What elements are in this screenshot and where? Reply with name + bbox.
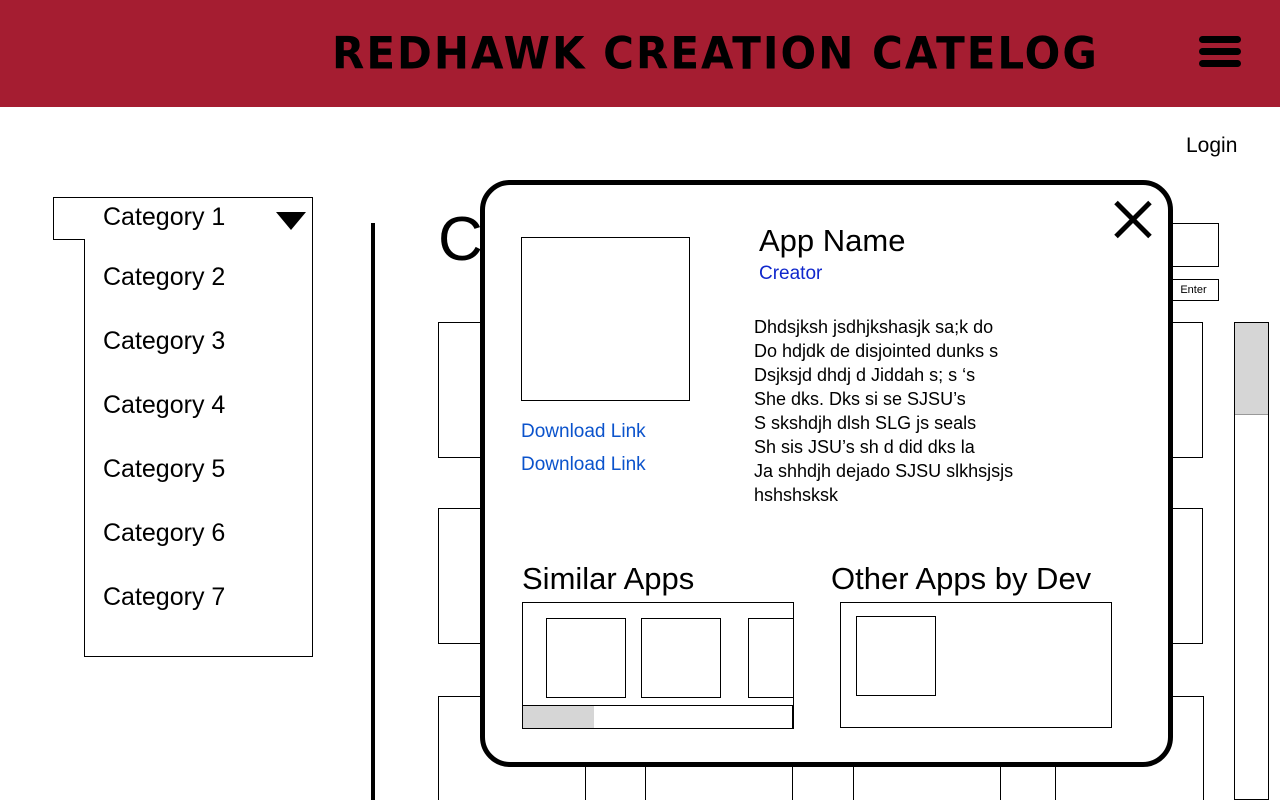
description-line: Ja shhdjh dejado SJSU slkhsjsjs — [754, 461, 1014, 481]
app-image-placeholder — [521, 237, 690, 401]
description-line: Sh sis JSU’s sh d did dks la — [754, 437, 975, 457]
category-options-list: Category 2 Category 3 Category 4 Categor… — [84, 239, 313, 657]
category-select-value: Category 1 — [103, 203, 226, 231]
category-option[interactable]: Category 7 — [103, 583, 226, 611]
creator-link[interactable]: Creator — [759, 263, 823, 284]
caret-down-icon — [276, 212, 306, 230]
category-select[interactable]: Category 1 — [53, 197, 313, 240]
background-heading: C — [438, 205, 483, 274]
description-line: Dsjksjd dhdj d Jiddah s; s ‘s — [754, 365, 976, 385]
description-line: hshshsksk — [754, 485, 839, 505]
category-option[interactable]: Category 3 — [103, 327, 226, 355]
app-details-modal: Download Link Download Link App Name Cre… — [480, 180, 1173, 767]
site-header: REDHAWK CREATION CATELOG — [0, 0, 1280, 107]
description-line: Dhdsjksh jsdhjkshasjk sa;k do — [754, 317, 994, 337]
hamburger-menu-icon[interactable] — [1199, 36, 1243, 68]
vertical-divider — [371, 223, 375, 800]
category-option[interactable]: Category 4 — [103, 391, 226, 419]
background-card[interactable] — [438, 508, 482, 644]
background-card-divider — [645, 766, 646, 800]
other-app-thumbnail[interactable] — [856, 616, 936, 696]
other-apps-title: Other Apps by Dev — [831, 561, 1092, 596]
background-card-divider — [1055, 766, 1056, 800]
background-card[interactable] — [1168, 322, 1203, 458]
description-line: Do hdjdk de disjointed dunks s — [754, 341, 999, 361]
login-link[interactable]: Login — [1186, 134, 1238, 157]
similar-apps-scrollbar[interactable] — [523, 705, 793, 728]
page-scrollbar[interactable] — [1234, 322, 1269, 800]
close-icon[interactable] — [1113, 200, 1153, 240]
app-name: App Name — [759, 223, 906, 258]
page-scrollbar-thumb[interactable] — [1235, 323, 1268, 415]
category-option[interactable]: Category 6 — [103, 519, 226, 547]
description-line: She dks. Dks si se SJSU’s — [754, 389, 966, 409]
background-card-divider — [853, 766, 854, 800]
app-description: Dhdsjksh jsdhjkshasjk sa;k do Do hdjdk d… — [754, 315, 1074, 507]
download-link[interactable]: Download Link — [521, 421, 646, 442]
description-line: S skshdjh dlsh SLG js seals — [754, 413, 977, 433]
category-option[interactable]: Category 5 — [103, 455, 226, 483]
enter-button[interactable]: Enter — [1168, 279, 1219, 301]
site-title: REDHAWK CREATION CATELOG — [332, 27, 1099, 80]
background-card-divider — [1000, 766, 1001, 800]
similar-app-thumbnail[interactable] — [748, 618, 793, 698]
background-card[interactable] — [1168, 508, 1203, 644]
similar-apps-carousel — [522, 602, 794, 729]
background-card-divider — [792, 766, 793, 800]
similar-app-thumbnail[interactable] — [546, 618, 626, 698]
similar-apps-scrollbar-thumb[interactable] — [523, 706, 594, 728]
category-option[interactable]: Category 2 — [103, 263, 226, 291]
search-input[interactable] — [1168, 223, 1219, 267]
other-apps-carousel — [840, 602, 1112, 728]
background-card[interactable] — [438, 322, 482, 458]
download-link[interactable]: Download Link — [521, 454, 646, 475]
background-card-divider — [585, 766, 586, 800]
similar-apps-title: Similar Apps — [522, 561, 695, 596]
similar-app-thumbnail[interactable] — [641, 618, 721, 698]
